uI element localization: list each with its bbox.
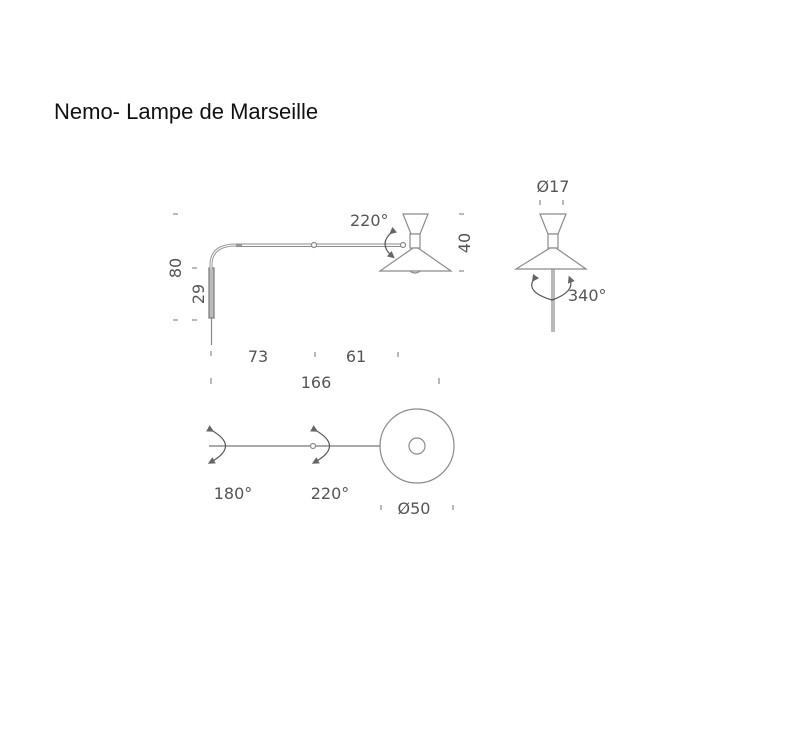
height-total-label: 80 bbox=[166, 258, 185, 278]
shade-height-label: 40 bbox=[455, 233, 474, 253]
diagram-title: Nemo- Lampe de Marseille bbox=[54, 99, 319, 124]
total-length-label: 166 bbox=[301, 373, 332, 392]
segment-2-label: 61 bbox=[346, 347, 366, 366]
front-diameter-label: Ø17 bbox=[537, 177, 570, 196]
height-wall-label: 29 bbox=[189, 284, 208, 304]
top-joint-rotation-label: 220° bbox=[311, 484, 350, 503]
segment-1-label: 73 bbox=[248, 347, 268, 366]
top-view bbox=[206, 408, 455, 510]
shade-diameter-label: Ø50 bbox=[398, 499, 431, 518]
top-wall-rotation-label: 180° bbox=[214, 484, 253, 503]
side-view bbox=[173, 213, 464, 384]
side-rotation-label: 220° bbox=[350, 211, 389, 230]
front-rotation-label: 340° bbox=[568, 286, 607, 305]
front-view bbox=[513, 200, 588, 332]
